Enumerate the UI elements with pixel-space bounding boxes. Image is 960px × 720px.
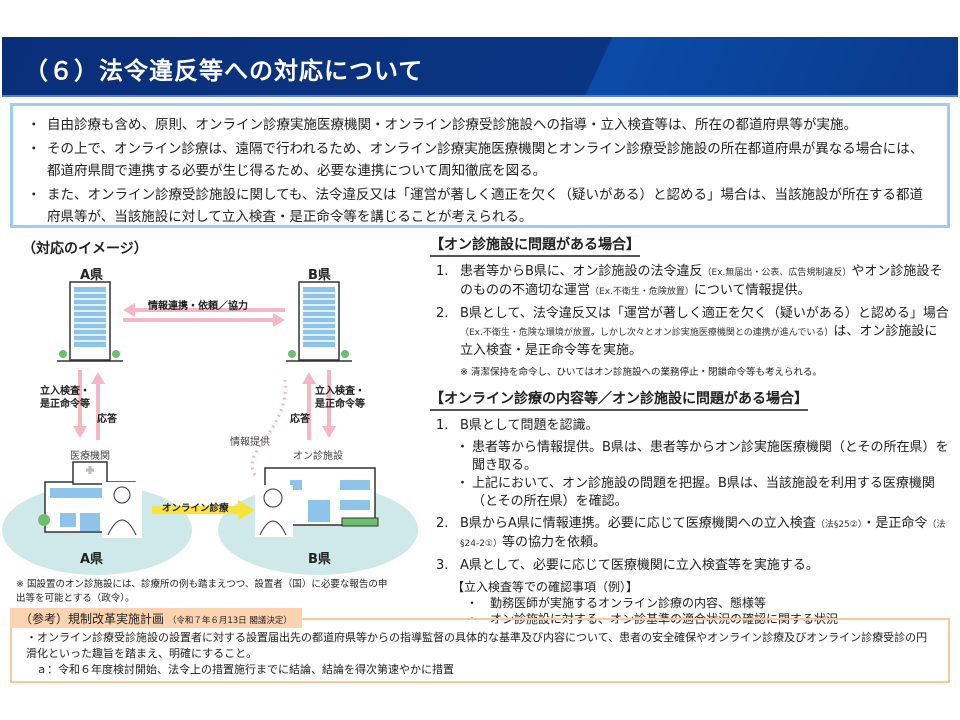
reference-tab: （参考）規制改革実施計画 （令和７年６月13日 閣議決定） (10, 608, 302, 628)
example: （Ex.無届出・公表、広告規制違反） (702, 268, 852, 278)
case2-sub-2: ・上記において、オン診施設の問題を把握。B県は、当該施設を利用する医療機関（とそ… (456, 476, 935, 509)
text: ・是正命令 (862, 516, 928, 531)
case1-note: ※ 清潔保持を命令し、ひいてはオン診施設への業務停止・閉鎖命令等も考えられる。 (460, 367, 823, 378)
text: 等の協力を依頼。 (502, 535, 607, 550)
reference-text: ・オンライン診療受診施設の設置者に対する設置届出先の都道府県等からの指導監督の具… (26, 631, 928, 660)
text: について情報提供。 (693, 283, 811, 298)
inspect-a-label-1: 立入検査・ (40, 386, 90, 397)
example: （Ex.不衛生・危険な環境が放置。しかし次々とオン診実施医療機関との連携が進んで… (460, 328, 834, 338)
online-arrow (152, 500, 255, 520)
area-b-label: B県 (308, 552, 331, 567)
check-item: ・ 勤務医師が実施するオンライン診療の内容、態様等 (466, 596, 767, 610)
summary-item: また、オンライン診療受診施設に関しても、法令違反又は「運営が著しく適正を欠く（疑… (27, 184, 933, 228)
num: 1. (436, 418, 449, 433)
office-building-a-icon (57, 281, 123, 362)
example: （Ex.不衛生・危険放置） (590, 287, 694, 297)
reference-tab-label: （参考）規制改革実施計画 (20, 612, 165, 626)
law-ref: （法§24-2①） (460, 520, 946, 549)
case2-sub-1: ・患者等から情報提供。B県は、患者等からオン診実施医療機関（とその所在県）を聞き… (456, 440, 949, 473)
reference-tab-note: （令和７年６月13日 閣議決定） (167, 616, 292, 626)
info-link-label: 情報連携・依頼／協力 (148, 301, 248, 312)
pref-a-label: A県 (80, 268, 104, 283)
text: 患者等から情報提供。B県は、患者等からオン診実施医療機関（とその所在県）を聞き取… (472, 440, 949, 473)
num: 2. (436, 516, 449, 531)
case1-heading: 【オン診施設に問題がある場合】 (430, 236, 640, 257)
summary-item: その上で、オンライン診療は、遠隔で行われるため、オンライン診療実施医療機関とオン… (27, 138, 933, 182)
response-b-label: 応答 (290, 414, 310, 425)
pref-b-label: B県 (308, 268, 331, 283)
text: 勤務医師が実施するオンライン診療の内容、態様等 (490, 596, 767, 610)
diagram-graphics (2, 281, 418, 575)
text: A県として、必要に応じて医療機関に立入検査等を実施する。 (460, 558, 819, 573)
case1-item-2: 2. B県として、法令違反又は「運営が著しく適正を欠く（疑いがある）と認める」場合… (430, 305, 950, 360)
text: B県として、法令違反又は「運営が著しく適正を欠く（疑いがある）と認める」場合 (460, 306, 949, 321)
response-a-label: 応答 (97, 414, 117, 425)
facility-label: オン診施設 (293, 451, 343, 462)
check-heading: 【立入検査等での確認事項（例）】 (452, 580, 639, 594)
page-title: （６）法令違反等への対応について (24, 57, 424, 85)
area-a-label: A県 (80, 552, 104, 567)
doctor-icon (102, 482, 142, 538)
patient-icon (255, 485, 293, 537)
law-ref: （法§25②） (815, 520, 863, 530)
text: は、オン診施設に立入検査・是正命令等を実施。 (460, 324, 938, 358)
num: 2. (436, 306, 449, 321)
case2-heading: 【オンライン診療の内容等／オン診施設に問題がある場合】 (430, 390, 808, 411)
info-dotted-arrow (250, 379, 287, 476)
num: 1. (436, 264, 449, 279)
cases-panel: 【オン診施設に問題がある場合】 1.患者等からB県に、オン診施設の法令違反（Ex… (430, 236, 950, 627)
info-provide-label: 情報提供 (230, 437, 270, 448)
inspect-b-label-2: 是正命令等 (315, 399, 365, 410)
summary-item: 自由診療も含め、原則、オンライン診療実施医療機関・オンライン診療受診施設への指導… (27, 114, 933, 136)
inspect-b-label-1: 立入検査・ (315, 386, 365, 397)
arrows (73, 303, 336, 440)
case2-item-1: 1. B県として問題を認識。 (430, 417, 950, 435)
text: 上記において、オン診施設の問題を把握。B県は、当該施設を利用する医療機関（とその… (472, 476, 935, 509)
office-building-b-icon (286, 281, 352, 362)
case1-item-1: 1. 患者等からB県に、オン診施設の法令違反（Ex.無届出・公表、広告規制違反）や… (430, 263, 950, 301)
reference-sub: ａ：令和６年度検討開始、法令上の措置施行までに結論、結論を得次第速やかに措置 (36, 663, 454, 676)
inspect-a-label-2: 是正命令等 (40, 399, 90, 410)
summary-box: 自由診療も含め、原則、オンライン診療実施医療機関・オンライン診療受診施設への指導… (10, 103, 950, 228)
text: 患者等からB県に、オン診施設の法令違反 (460, 264, 703, 279)
case2-item-3: 3. A県として、必要に応じて医療機関に立入検査等を実施する。 (430, 557, 950, 575)
hospital-label: 医療機関 (70, 451, 110, 462)
case2-item-2: 2. B県からA県に情報連携。必要に応じて医療機関への立入検査（法§25②）・是正… (430, 515, 950, 553)
text: やオン診施設そのものの不適切な運営 (460, 264, 943, 298)
diagram-title: （対応のイメージ） (22, 241, 148, 257)
online-label: オンライン診療 (162, 503, 229, 514)
num: 3. (436, 558, 449, 573)
text: B県からA県に情報連携。必要に応じて医療機関への立入検査 (460, 516, 816, 531)
footnote: ※ 国設置のオン診施設には、診療所の例も踏まえつつ、設置者（国）に必要な報告の申… (16, 579, 388, 604)
text: B県として問題を認識。 (460, 418, 599, 433)
header-banner: （６）法令違反等への対応について (2, 37, 958, 97)
reference-box: ・オンライン診療受診施設の設置者に対する設置届出先の都道府県等からの指導監督の具… (10, 618, 950, 683)
diagram: （対応のイメージ） (0, 230, 420, 580)
